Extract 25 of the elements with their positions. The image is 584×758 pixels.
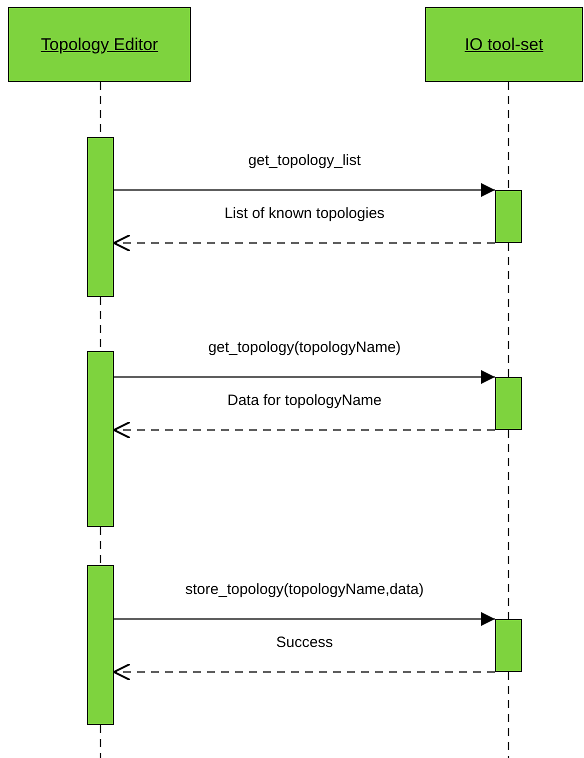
message-arrow bbox=[114, 370, 495, 384]
return-arrow bbox=[113, 234, 495, 252]
lifeline bbox=[508, 672, 510, 758]
participant-name: IO tool-set bbox=[464, 34, 544, 54]
lifeline bbox=[100, 527, 102, 565]
lifeline bbox=[508, 82, 510, 190]
activation-bar bbox=[495, 190, 522, 243]
edge-label: get_topology(topologyName) bbox=[206, 339, 403, 356]
lifeline-header bbox=[8, 7, 191, 82]
lifeline-header bbox=[425, 7, 583, 82]
edge-label: get_topology_list bbox=[246, 152, 363, 169]
message-arrow bbox=[114, 183, 495, 197]
activation-bar bbox=[495, 377, 522, 430]
lifeline bbox=[508, 243, 510, 377]
activation-bar bbox=[87, 137, 114, 297]
activation-bar bbox=[87, 565, 114, 725]
edge-label: store_topology(topologyName,data) bbox=[183, 581, 426, 598]
return-arrow bbox=[113, 663, 495, 681]
activation-bar bbox=[495, 619, 522, 672]
participant-name: Topology Editor bbox=[40, 34, 158, 54]
activation-bar bbox=[87, 351, 114, 527]
return-arrow bbox=[113, 421, 495, 439]
lifeline bbox=[508, 430, 510, 619]
lifeline bbox=[100, 725, 102, 758]
message-arrow bbox=[114, 612, 495, 626]
